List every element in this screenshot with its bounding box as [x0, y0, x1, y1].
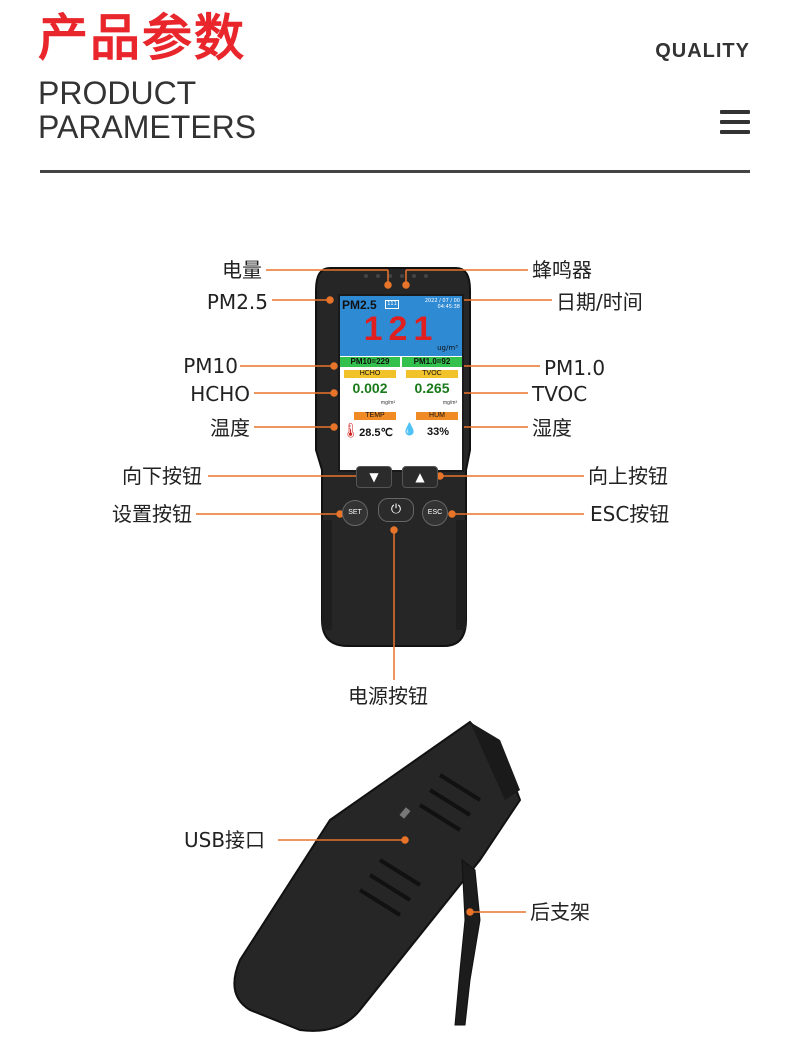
- label-hcho: HCHO: [190, 382, 250, 406]
- screen-time: 04:45:38: [437, 304, 460, 310]
- leader-lines: [196, 269, 584, 916]
- device-side: [233, 720, 522, 1032]
- label-stand: 后支架: [530, 900, 590, 924]
- quality-tag: QUALITY: [655, 40, 750, 62]
- up-button[interactable]: ▲: [402, 466, 438, 488]
- label-power-button: 电源按钮: [348, 684, 428, 708]
- esc-button[interactable]: ESC: [422, 500, 448, 526]
- label-pm10: PM10: [183, 354, 238, 378]
- label-battery: 电量: [222, 258, 262, 282]
- label-esc-button: ESC按钮: [590, 502, 670, 526]
- pm10-cell: PM10=229: [340, 357, 400, 367]
- screen-unit: ug/m³: [437, 344, 458, 352]
- menu-icon[interactable]: [720, 110, 750, 140]
- screen-datetime: 2022 / 07 / 00 04:45:38: [425, 298, 460, 310]
- tvoc-head: TVOC: [406, 370, 458, 378]
- set-button[interactable]: SET: [342, 500, 368, 526]
- label-down-button: 向下按钮: [122, 464, 202, 488]
- label-datetime: 日期/时间: [556, 290, 643, 314]
- label-tvoc: TVOC: [532, 382, 588, 406]
- label-pm25: PM2.5: [206, 290, 268, 314]
- hum-head: HUM: [416, 412, 458, 420]
- power-button[interactable]: ⏻: [378, 498, 414, 522]
- pm1-cell: PM1.0=92: [402, 357, 462, 367]
- screen-top-panel: PM2.5 111 2022 / 07 / 00 04:45:38 121 ug…: [340, 296, 462, 356]
- screen-date: 2022 / 07 / 00: [424, 298, 460, 304]
- screen-pm-label: PM2.5: [342, 298, 377, 312]
- header-divider: [40, 170, 750, 173]
- label-pm1: PM1.0: [544, 356, 606, 380]
- down-button[interactable]: ▼: [356, 466, 392, 488]
- screen-big-value: 121: [363, 310, 439, 348]
- label-buzzer: 蜂鸣器: [532, 258, 592, 282]
- page-title-cn: 产品参数: [38, 9, 246, 67]
- droplet-icon: 💧: [402, 422, 417, 436]
- temp-value: 28.5℃: [359, 427, 393, 439]
- temp-head: TEMP: [354, 412, 396, 420]
- page-title-en: PRODUCT PARAMETERS: [38, 76, 256, 144]
- device-screen: PM2.5 111 2022 / 07 / 00 04:45:38 121 ug…: [338, 294, 464, 472]
- title-en-line1: PRODUCT: [38, 75, 197, 111]
- label-up-button: 向上按钮: [588, 464, 668, 488]
- label-set-button: 设置按钮: [112, 502, 192, 526]
- title-en-line2: PARAMETERS: [38, 109, 257, 145]
- label-temperature: 温度: [210, 416, 250, 440]
- label-humidity: 湿度: [532, 416, 572, 440]
- thermometer-icon: 🌡: [342, 422, 360, 438]
- battery-icon: 111: [385, 300, 399, 309]
- hcho-head: HCHO: [344, 370, 396, 378]
- label-usb: USB接口: [184, 828, 266, 852]
- tvoc-value: 0.265: [414, 380, 450, 396]
- hcho-unit: mg/m³: [380, 400, 396, 406]
- hum-value: 33%: [426, 426, 450, 438]
- hcho-value: 0.002: [352, 380, 388, 396]
- tvoc-unit: mg/m³: [442, 400, 458, 406]
